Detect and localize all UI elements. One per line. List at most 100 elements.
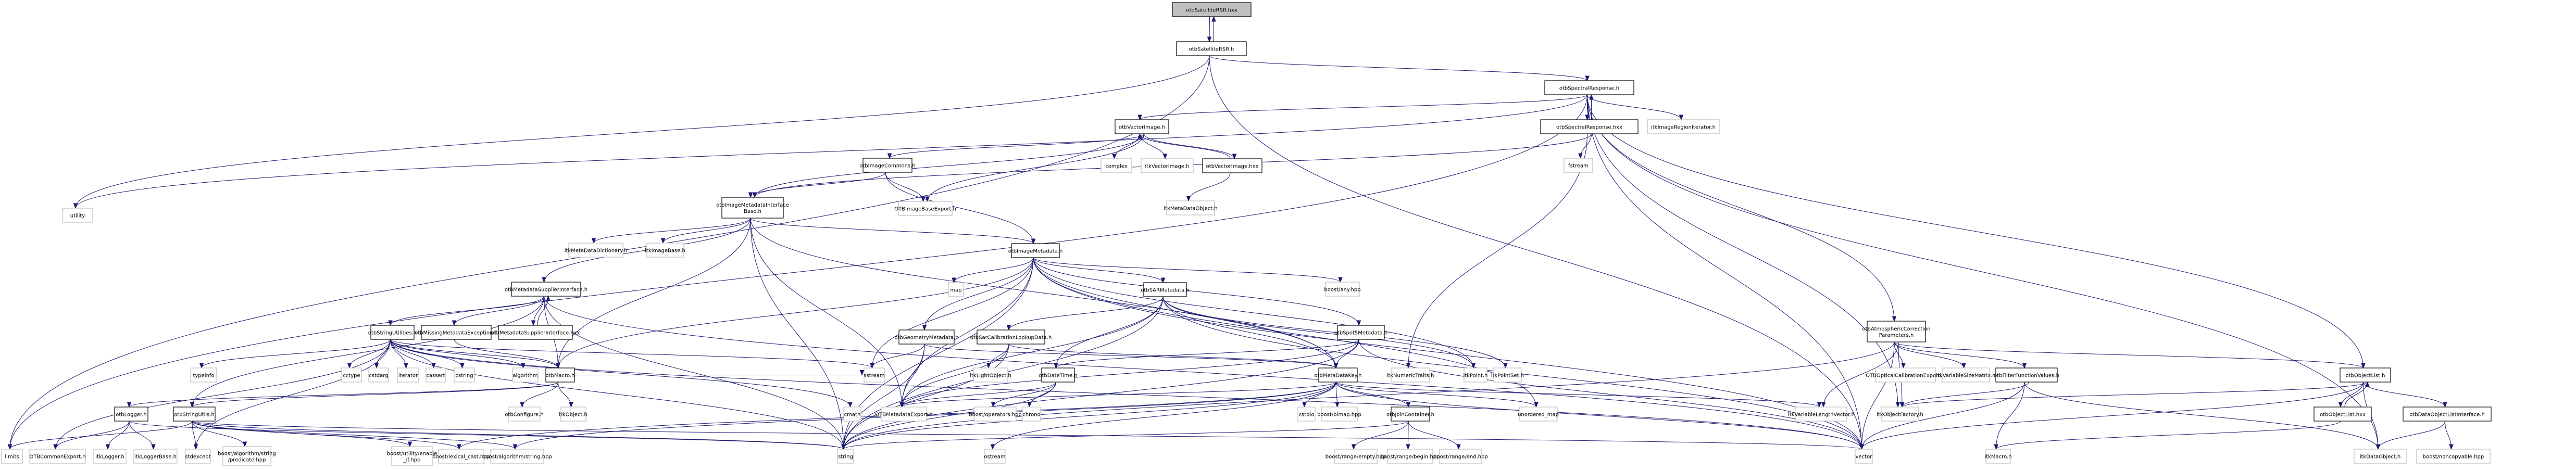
node-otbobjectlist-h[interactable]: otbObjectList.h	[2340, 367, 2391, 383]
node-cctype: cctype	[341, 367, 362, 383]
node-otbstringutilities-h[interactable]: otbStringUtilities.h	[368, 325, 417, 340]
edge-n18-n40	[1033, 257, 1336, 369]
edge-n20-n39	[1056, 296, 1164, 369]
edge-n40-n78	[1335, 382, 1862, 450]
node-box	[421, 325, 492, 340]
edge-n33-n56	[522, 382, 558, 408]
arrowhead-icon	[1112, 154, 1117, 160]
node-label: Base.h	[744, 209, 761, 214]
node-otbstringutils-h[interactable]: otbStringUtils.h	[173, 407, 216, 422]
node-box	[185, 449, 211, 464]
node-box	[2354, 449, 2407, 464]
edge-n40-n54	[1335, 382, 1820, 408]
edge-layer	[7, 16, 2454, 450]
arrowhead-icon	[1031, 238, 1036, 245]
node-cstdarg: cstdarg	[368, 367, 389, 383]
node-otbgeometrymetadata-h[interactable]: otbGeometryMetadata.h	[894, 329, 959, 345]
node-box	[974, 407, 1017, 422]
edge-n40-n53	[1335, 382, 1536, 408]
edge-n18-n19	[954, 257, 1034, 283]
edge-n24-n33	[454, 339, 558, 369]
arrowhead-icon	[193, 444, 198, 450]
node-otbvectorimage-h[interactable]: otbVectorImage.h	[1115, 119, 1169, 134]
node-box	[1176, 41, 1247, 56]
node-otbmetadatakey-h[interactable]: otbMetaDataKey.h	[1314, 367, 1362, 383]
arrowhead-icon	[859, 370, 865, 376]
edge-n39-n47	[902, 382, 1056, 408]
node-label: otbMetaDataKey.h	[1314, 373, 1361, 379]
node-otbvectorimage-hxx[interactable]: otbVectorImage.hxx	[1202, 158, 1262, 173]
node-itklightobject-h: itkLightObject.h	[970, 367, 1011, 383]
node-otbspectralresponse-h[interactable]: otbSpectralResponse.h	[1544, 80, 1634, 95]
node-label: otbVectorImage.hxx	[1206, 164, 1259, 170]
node-label: itkObjectFactory.h	[1877, 412, 1923, 418]
edge-n33-n57	[558, 382, 571, 408]
node-label: _if.hpp	[403, 458, 421, 463]
node-itkobject-h: itkObject.h	[559, 407, 587, 422]
node-box	[397, 367, 419, 383]
node-itkvariablelengthvector-h: itkVariableLengthVector.h	[1788, 407, 1855, 422]
node-box	[1464, 367, 1487, 383]
edge-n45-n69	[192, 421, 245, 447]
node-otbjoincontainer-h[interactable]: otbJoinContainer.h	[1386, 407, 1434, 422]
node-label: otbSarCalibrationLookupData.h	[970, 335, 1052, 341]
edge-n18-n33	[558, 257, 1034, 369]
node-otbmissingmetadataexception-h[interactable]: otbMissingMetadataException.h	[415, 325, 498, 340]
node-box	[490, 449, 544, 464]
edge-n7-n10	[1144, 133, 1235, 159]
arrowhead-icon	[542, 277, 546, 283]
node-label: cctype	[343, 373, 360, 379]
node-cstring: cstring	[454, 367, 475, 383]
node-box	[2416, 449, 2491, 464]
node-otbsarmetadata-h[interactable]: otbSARMetadata.h	[1141, 282, 1190, 297]
node-label: itkPoint.h	[1464, 373, 1488, 379]
node-otbsarcalibrationlookupdata-h[interactable]: otbSarCalibrationLookupData.h	[970, 329, 1052, 345]
node-label: vector	[1856, 454, 1873, 460]
node-otbmetadatasupplierinterface-h[interactable]: otbMetadataSupplierInterface.h	[505, 282, 587, 297]
node-otblogger-h[interactable]: otbLogger.h	[114, 407, 148, 422]
node-otbfilterfunctionvalues-h[interactable]: otbFilterFunctionValues.h	[1994, 367, 2059, 383]
node-vector: vector	[1855, 449, 1873, 464]
node-label: fstream	[1568, 163, 1589, 169]
node-otbobjectlist-hxx[interactable]: otbObjectList.hxx	[2314, 407, 2372, 422]
arrowhead-icon	[991, 402, 996, 408]
edge-n14-n18	[750, 218, 1034, 244]
node-otbsatellitersr-hxx[interactable]: otbSatelliteRSR.hxx	[1172, 2, 1252, 17]
edge-n58-n62	[1894, 341, 2364, 369]
arrowhead-icon	[1994, 444, 1998, 450]
arrowhead-icon	[1406, 444, 1410, 450]
node-typeinfo: typeinfo	[190, 367, 217, 383]
arrowhead-icon	[1186, 196, 1191, 202]
node-otbmetadatasupplierinterface-hxx[interactable]: otbMetadataSupplierInterface.hxx	[491, 325, 580, 340]
arrowhead-icon	[512, 444, 518, 450]
arrowhead-icon	[531, 320, 536, 326]
node-otbmacro-h[interactable]: otbMacro.h	[545, 367, 575, 383]
edge-n22-n23	[390, 296, 544, 326]
node-box	[864, 367, 885, 383]
node-label: otbConfigure.h	[505, 412, 543, 418]
edge-n52-n75	[1353, 421, 1409, 450]
edge-n63-n79	[1996, 421, 2341, 450]
node-box	[1022, 407, 1041, 422]
node-otbdataobjectlistinterface-h[interactable]: otbDataObjectListInterface.h	[2403, 407, 2492, 422]
node-limits: limits	[1, 449, 23, 464]
node-itkvectorimage-h: itkVectorImage.h	[1141, 158, 1194, 173]
node-complex: complex	[1101, 158, 1132, 173]
node-box	[898, 201, 953, 216]
node-otbimagecommons-h[interactable]: otbImageCommons.h	[859, 158, 916, 173]
node-otbspectralresponse-hxx[interactable]: otbSpectralResponse.hxx	[1540, 119, 1639, 134]
node-label: OTBCommonExport.h	[30, 454, 86, 460]
node-otbsatellitersr-h[interactable]: otbSatelliteRSR.h	[1176, 41, 1247, 56]
edge-n61-n55	[1902, 382, 2029, 408]
arrowhead-icon	[452, 320, 457, 326]
node-box	[1544, 80, 1634, 95]
edge-n44-n65	[55, 421, 130, 450]
node-otbspot5metadata-h[interactable]: otbSpot5Metadata.h	[1334, 325, 1387, 340]
node-otbimagemetadata-h[interactable]: otbImageMetadata.h	[1008, 243, 1063, 258]
node-otbdatetime-h[interactable]: otbDateTime.h	[1039, 367, 1078, 383]
node-ostream: ostream	[984, 449, 1006, 464]
edge-n2-n5	[75, 94, 1587, 209]
edge-n58-n60	[1894, 341, 1964, 369]
